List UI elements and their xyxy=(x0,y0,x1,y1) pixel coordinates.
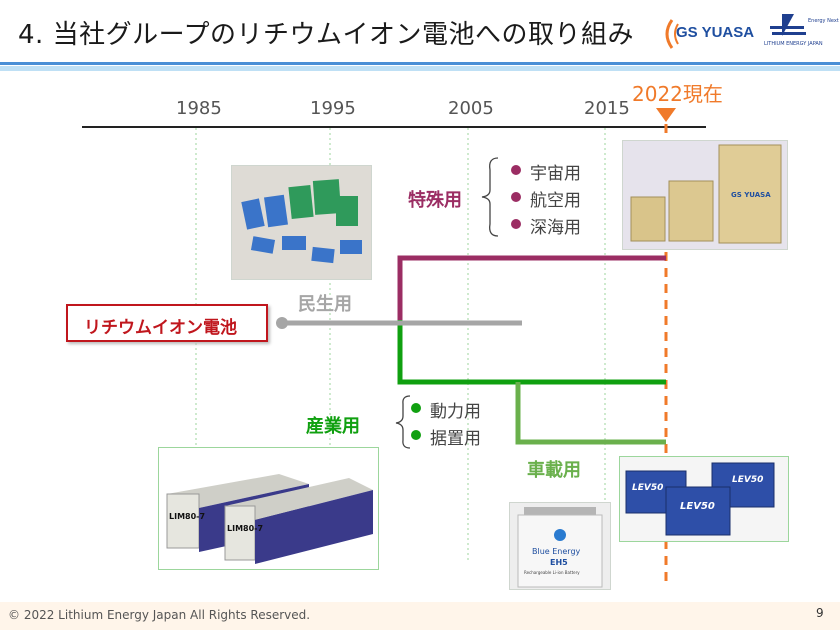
industrial-brace xyxy=(395,395,411,449)
industrial-bullet-1 xyxy=(411,403,421,413)
automotive-branch-line xyxy=(515,382,666,445)
industrial-branch-line xyxy=(397,320,666,385)
industrial-bullet-2 xyxy=(411,430,421,440)
industrial-item-power: 動力用 xyxy=(430,402,481,422)
blue-energy-text: Blue Energy xyxy=(532,547,581,556)
gs-yuasa-logo-text: GS YUASA xyxy=(676,24,755,41)
special-bullet-3 xyxy=(511,219,521,229)
automotive-label: 車載用 xyxy=(527,460,581,481)
special-item-deepsea: 深海用 xyxy=(530,218,581,238)
timeline-diagram xyxy=(82,108,706,582)
lev-label-1: LEV50 xyxy=(632,483,664,493)
lithium-ion-battery-box: リチウムイオン電池 xyxy=(66,304,268,342)
lej-logo-tag: Energy Next xyxy=(808,18,839,24)
footer-bar xyxy=(0,602,840,630)
special-branch-line xyxy=(397,255,666,382)
lev-label-3: LEV50 xyxy=(680,501,715,512)
special-item-aviation: 航空用 xyxy=(530,191,581,211)
consumer-batteries-image xyxy=(241,179,362,264)
now-label: 2022現在 xyxy=(632,82,723,106)
header-rule-lightblue xyxy=(0,66,840,71)
eh5-text: EH5 xyxy=(550,558,568,567)
special-label: 特殊用 xyxy=(408,190,462,211)
year-2005: 2005 xyxy=(448,98,494,119)
space-battery-brand: GS YUASA xyxy=(731,191,771,199)
special-brace xyxy=(481,157,499,237)
page-number: 9 xyxy=(816,606,824,620)
consumer-batteries-photo xyxy=(231,165,372,280)
lev50-photo: LEV50 LEV50 LEV50 xyxy=(619,456,789,542)
lev50-image xyxy=(625,462,775,536)
blue-energy-photo: Blue Energy EH5 Rechargeable Li-ion Batt… xyxy=(509,502,611,590)
year-1995: 1995 xyxy=(310,98,356,119)
special-bullet-1 xyxy=(511,165,521,175)
year-2015: 2015 xyxy=(584,98,630,119)
footer-copyright: © 2022 Lithium Energy Japan All Rights R… xyxy=(8,608,311,622)
space-batteries-image xyxy=(630,144,782,244)
industrial-label: 産業用 xyxy=(306,416,360,437)
consumer-label: 民生用 xyxy=(298,294,352,315)
consumer-start-dot xyxy=(276,317,288,329)
lej-logo-text: LITHIUM ENERGY JAPAN xyxy=(764,41,823,47)
lev-label-2: LEV50 xyxy=(732,475,764,485)
blue-energy-image xyxy=(517,507,603,588)
page-title: 4. 当社グループのリチウムイオン電池への取り組み xyxy=(18,20,635,50)
eh5-subtext: Rechargeable Li-ion Battery xyxy=(524,570,580,575)
gs-yuasa-logo-mark xyxy=(665,19,679,49)
special-bullet-2 xyxy=(511,192,521,202)
space-batteries-photo: GS YUASA xyxy=(622,140,788,250)
header-rule-blue xyxy=(0,62,840,65)
year-1985: 1985 xyxy=(176,98,222,119)
now-marker xyxy=(656,108,676,122)
industrial-modules-image xyxy=(166,474,373,564)
lej-logo-mark xyxy=(770,14,806,36)
lim-label-1: LIM80-7 xyxy=(169,512,206,521)
gs-yuasa-logo: GS YUASA xyxy=(660,14,756,54)
industrial-modules-photo: LIM80-7 LIM80-7 xyxy=(158,447,379,570)
special-item-space: 宇宙用 xyxy=(530,164,581,184)
industrial-item-stationary: 据置用 xyxy=(430,429,481,449)
lim-label-2: LIM80-7 xyxy=(227,524,264,533)
lej-logo: Energy Next LITHIUM ENERGY JAPAN xyxy=(764,12,839,52)
lithium-ion-battery-label: リチウムイオン電池 xyxy=(84,318,237,338)
